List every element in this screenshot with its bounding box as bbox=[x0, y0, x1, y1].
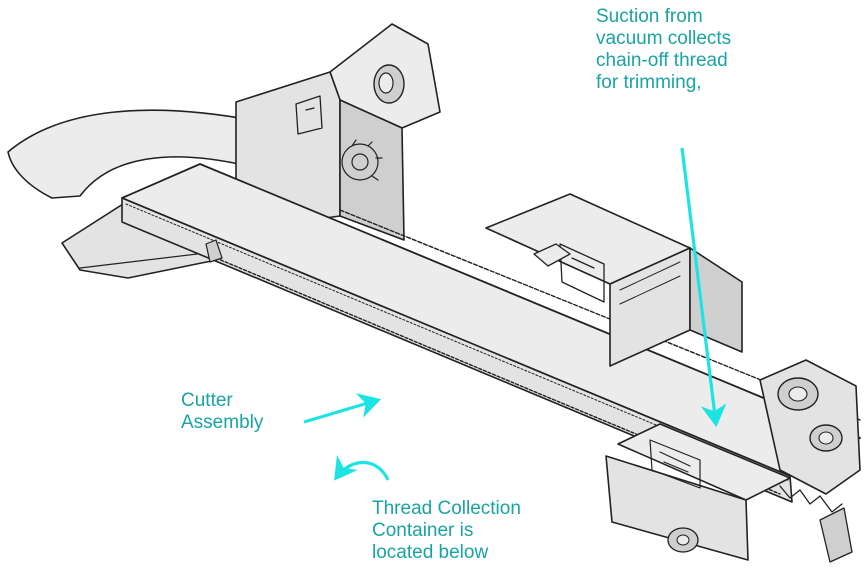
end-knob-upper bbox=[777, 377, 819, 411]
drive-housing-tab bbox=[533, 243, 571, 267]
suction-label-line-2: vacuum collects bbox=[596, 28, 732, 49]
suction-label-line-1: Suction from bbox=[596, 6, 703, 27]
left-plate-edge bbox=[79, 251, 215, 269]
end-knob-lower bbox=[809, 424, 843, 452]
thread-label-line-3: located below bbox=[372, 542, 489, 563]
cutter-label-line-1: Cutter bbox=[181, 390, 233, 411]
cutter-head-screw bbox=[667, 527, 699, 553]
suction-label-line-3: chain-off thread bbox=[596, 50, 728, 71]
cutter-head-window bbox=[649, 439, 701, 489]
cutter-assembly-label: Cutter Assembly bbox=[181, 390, 263, 434]
rear-block-gear bbox=[341, 139, 383, 181]
thread-arrow-icon bbox=[334, 454, 390, 481]
suction-arrow-icon bbox=[680, 147, 727, 428]
cutter-head-front bbox=[605, 455, 749, 561]
rear-block-side bbox=[339, 99, 405, 241]
callout-arrows bbox=[303, 147, 727, 481]
thread-label-line-2: Container is bbox=[372, 520, 474, 541]
drive-housing-rib bbox=[619, 261, 681, 305]
bracket-knob bbox=[373, 64, 405, 104]
left-plate-pin bbox=[205, 239, 223, 263]
end-spring bbox=[779, 485, 843, 513]
main-bar-front bbox=[121, 197, 793, 503]
suction-callout-label: Suction from vacuum collects chain-off t… bbox=[596, 6, 731, 94]
cutter-label-line-2: Assembly bbox=[181, 412, 264, 433]
thread-container-label: Thread Collection Container is located b… bbox=[372, 498, 521, 564]
curved-hook bbox=[7, 109, 263, 199]
thread-label-line-1: Thread Collection bbox=[372, 498, 521, 519]
rear-block-slot bbox=[295, 95, 323, 135]
suction-label-line-4: for trimming, bbox=[596, 72, 702, 93]
cutter-arrow-icon bbox=[303, 393, 382, 424]
drive-housing-slot bbox=[559, 243, 605, 303]
end-foot bbox=[819, 507, 853, 563]
cutter-head-top bbox=[617, 423, 791, 501]
machine-part-illustration bbox=[7, 23, 861, 563]
